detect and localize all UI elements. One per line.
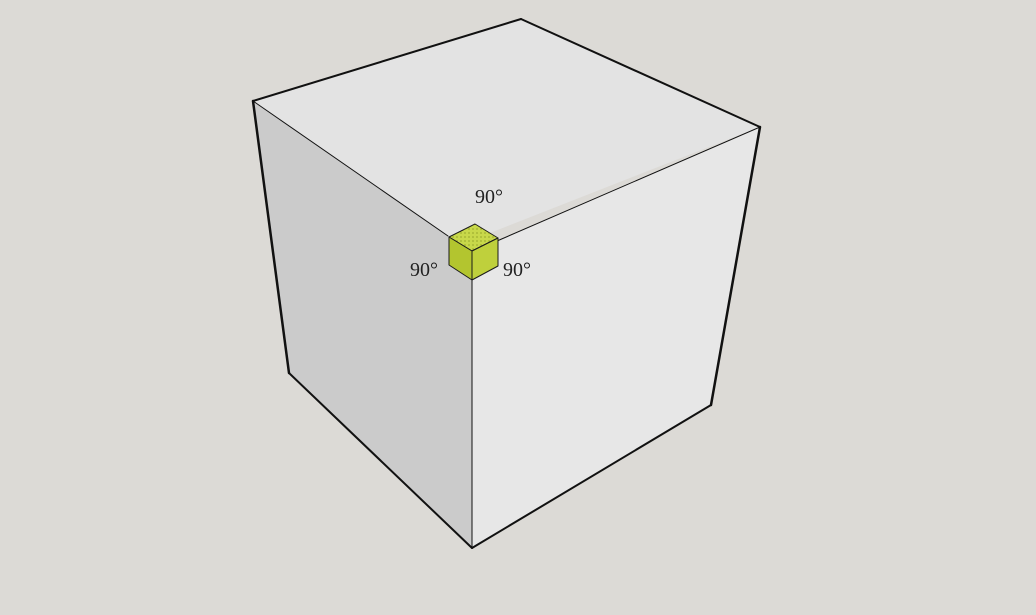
edge-bottom-left <box>288 372 473 549</box>
cube-right-face[interactable] <box>472 127 760 548</box>
cube-left-face[interactable] <box>253 101 472 548</box>
angle-label-top: 90° <box>475 186 503 208</box>
edge-top-back-left <box>252 18 522 102</box>
cube-top-face[interactable] <box>253 19 760 240</box>
edge-left-vertical <box>251 99 291 375</box>
cube-edges <box>251 18 762 549</box>
edge-right-vertical <box>709 125 762 407</box>
edge-front-right <box>496 126 761 242</box>
edge-front-left <box>252 100 449 237</box>
edge-bottom-right <box>471 404 712 549</box>
edge-top-back-right <box>520 18 761 128</box>
right-angle-cube-icon <box>448 223 499 281</box>
marker-right-face <box>471 237 499 281</box>
angle-label-left: 90° <box>410 259 438 281</box>
angle-label-right: 90° <box>503 259 531 281</box>
